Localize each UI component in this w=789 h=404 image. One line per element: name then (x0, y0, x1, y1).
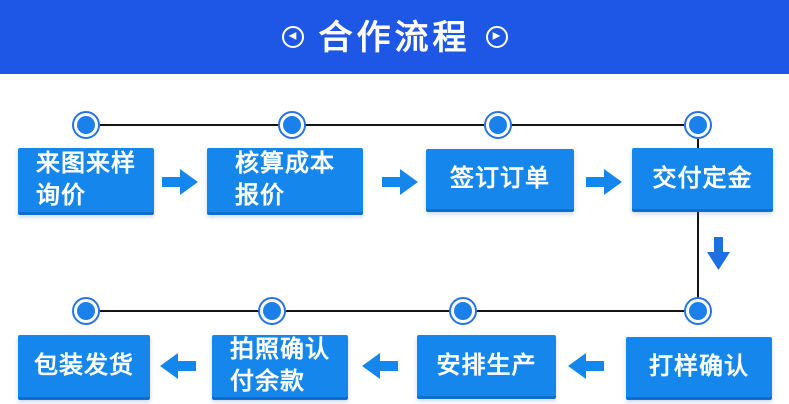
chevron-right-circle-icon: ▶ (485, 26, 508, 48)
timeline-node (484, 111, 512, 139)
step-label: 打样确认 (649, 353, 749, 381)
step-box-arrange-production: 安排生产 (417, 335, 556, 399)
step-label: 签订订单 (450, 165, 550, 193)
arrow-left-icon (362, 353, 398, 379)
top-timeline-line (86, 124, 698, 126)
node-dot (283, 116, 301, 134)
step-box-pack-and-ship: 包装发货 (18, 335, 150, 400)
arrow-right-icon (586, 169, 622, 195)
step-label: 交付定金 (652, 164, 753, 192)
step-box-pay-deposit: 交付定金 (632, 148, 773, 212)
step-label: 核算成本 报价 (235, 150, 335, 209)
node-dot (263, 302, 281, 320)
step-box-photo-confirm-balance: 拍照确认 付余款 (212, 335, 348, 400)
node-dot (489, 116, 507, 134)
arrow-down-icon (707, 237, 730, 270)
arrow-left-icon (568, 353, 604, 379)
arrow-left-icon (160, 353, 196, 379)
chevron-left-circle-icon: ◀ (281, 26, 304, 48)
arrow-right-icon (162, 169, 198, 195)
step-label: 包装发货 (34, 352, 134, 380)
vertical-connector-line (697, 125, 699, 311)
node-dot (689, 116, 707, 134)
node-dot (77, 302, 95, 320)
header-banner: ◀ 合作流程 ▶ (0, 0, 789, 74)
node-dot (689, 302, 707, 320)
step-box-sample-confirmation: 打样确认 (626, 337, 772, 400)
step-box-inquiry-with-drawings: 来图来样 询价 (18, 148, 154, 215)
timeline-node (684, 297, 712, 325)
timeline-node (72, 297, 100, 325)
timeline-node (258, 297, 286, 325)
step-label: 来图来样 询价 (36, 150, 136, 209)
step-box-cost-calculation-quote: 核算成本 报价 (207, 148, 363, 215)
step-label: 安排生产 (436, 351, 537, 379)
timeline-node (449, 297, 477, 325)
step-label: 拍照确认 付余款 (230, 336, 330, 395)
node-dot (454, 302, 472, 320)
timeline-node (684, 111, 712, 139)
bottom-timeline-line (86, 310, 698, 312)
timeline-node (72, 111, 100, 139)
arrow-right-icon (382, 169, 418, 195)
timeline-node (278, 111, 306, 139)
node-dot (77, 116, 95, 134)
page-title: 合作流程 (318, 19, 471, 57)
step-box-sign-order: 签订订单 (426, 149, 574, 212)
